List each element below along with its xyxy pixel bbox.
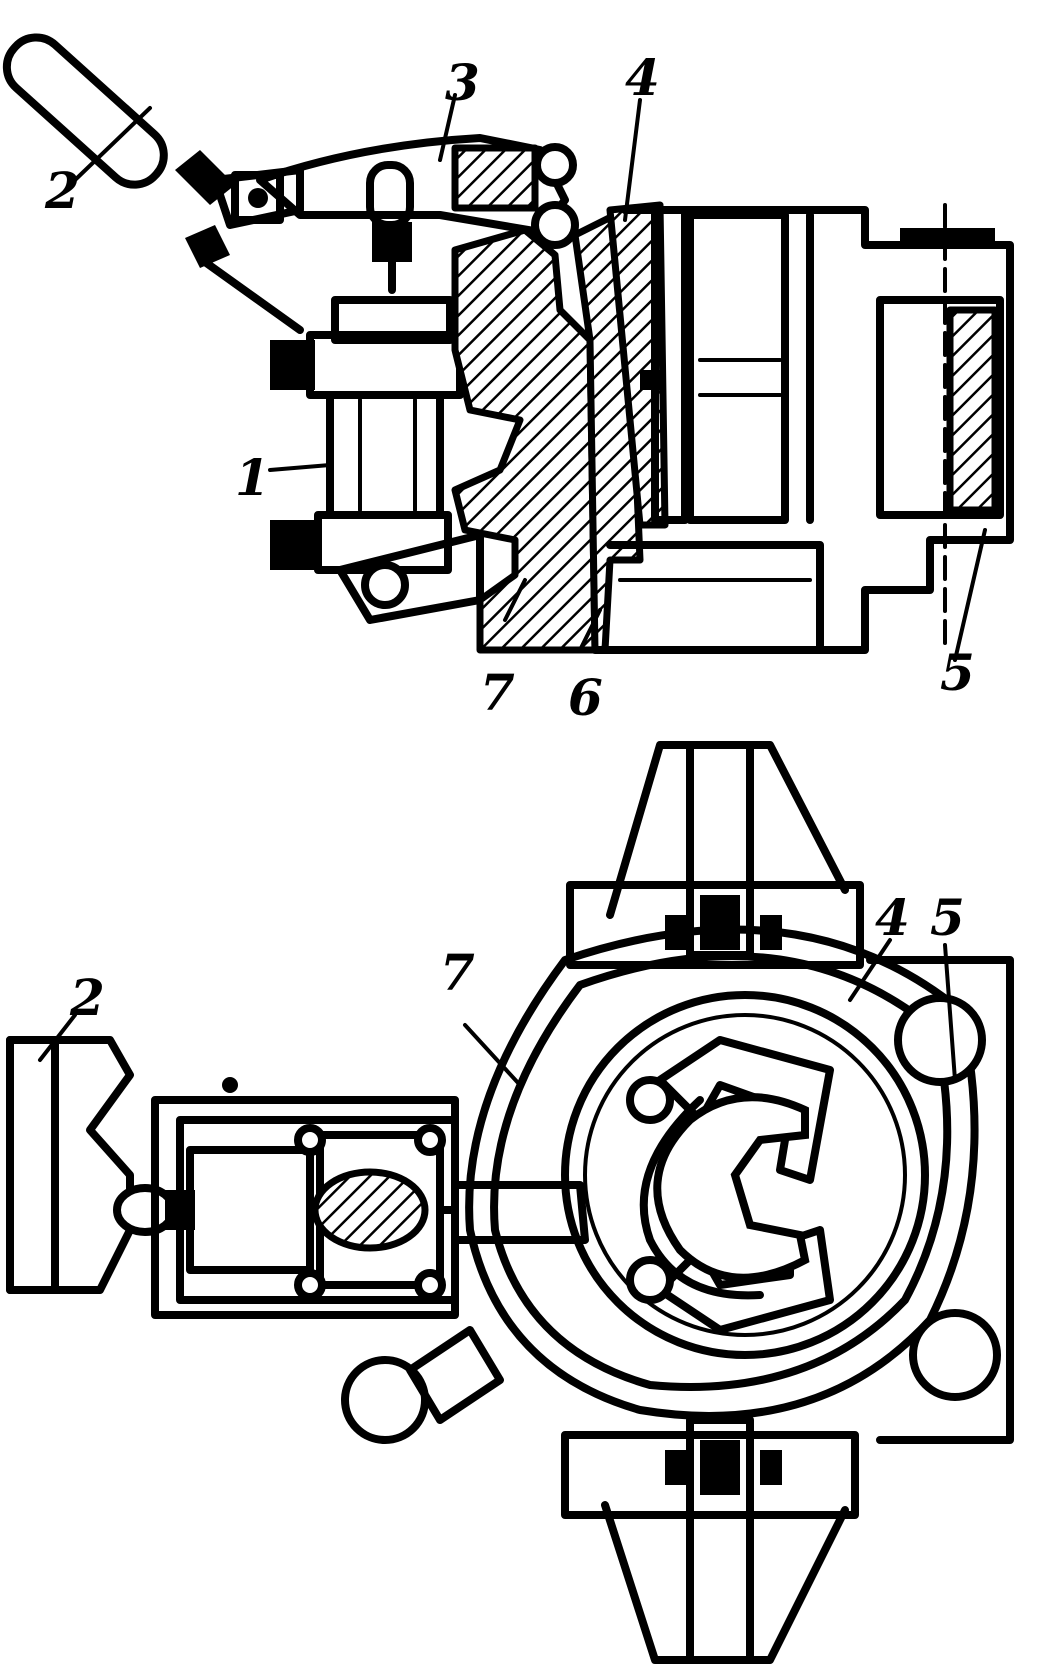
label-lever: 3 xyxy=(445,53,480,112)
leader-line xyxy=(848,938,892,1002)
label-body: 7 xyxy=(480,663,515,722)
label-rod: 5 xyxy=(940,643,975,702)
lever-part xyxy=(256,134,579,294)
leader-line xyxy=(268,463,332,472)
leader-line xyxy=(623,98,642,222)
label-wedge: 6 xyxy=(568,668,603,727)
pipe-opening xyxy=(653,1093,810,1282)
label-rod: 5 xyxy=(930,888,965,947)
leader-line xyxy=(953,528,987,662)
rod-part xyxy=(866,956,1014,1444)
leader-line xyxy=(943,943,957,1082)
label-body: 7 xyxy=(440,943,475,1002)
housing-part xyxy=(591,206,1014,654)
label-cylinder: 1 xyxy=(235,448,270,507)
leader-line xyxy=(578,608,602,652)
label-jaw: 4 xyxy=(625,48,660,107)
top-view: 2 7 4 5 xyxy=(6,741,1014,1664)
leader-line xyxy=(38,1013,77,1062)
cylinder-part xyxy=(151,1077,589,1319)
knob-part xyxy=(341,1326,504,1444)
body-part xyxy=(451,226,599,654)
side-view: 2 3 4 1 7 6 5 xyxy=(2,33,1014,727)
handle-part xyxy=(6,1036,195,1294)
label-jaw: 4 xyxy=(875,888,910,947)
label-handle: 2 xyxy=(69,968,105,1027)
label-handle: 2 xyxy=(44,161,80,220)
rod-part xyxy=(876,203,1004,647)
leader-line xyxy=(73,106,152,182)
leader-line xyxy=(503,578,527,622)
leader-line xyxy=(438,93,457,162)
die-holder-top xyxy=(566,741,864,969)
cylinder-part xyxy=(270,296,484,624)
die-holder-bottom xyxy=(561,1416,859,1664)
leader-line xyxy=(463,1023,522,1087)
